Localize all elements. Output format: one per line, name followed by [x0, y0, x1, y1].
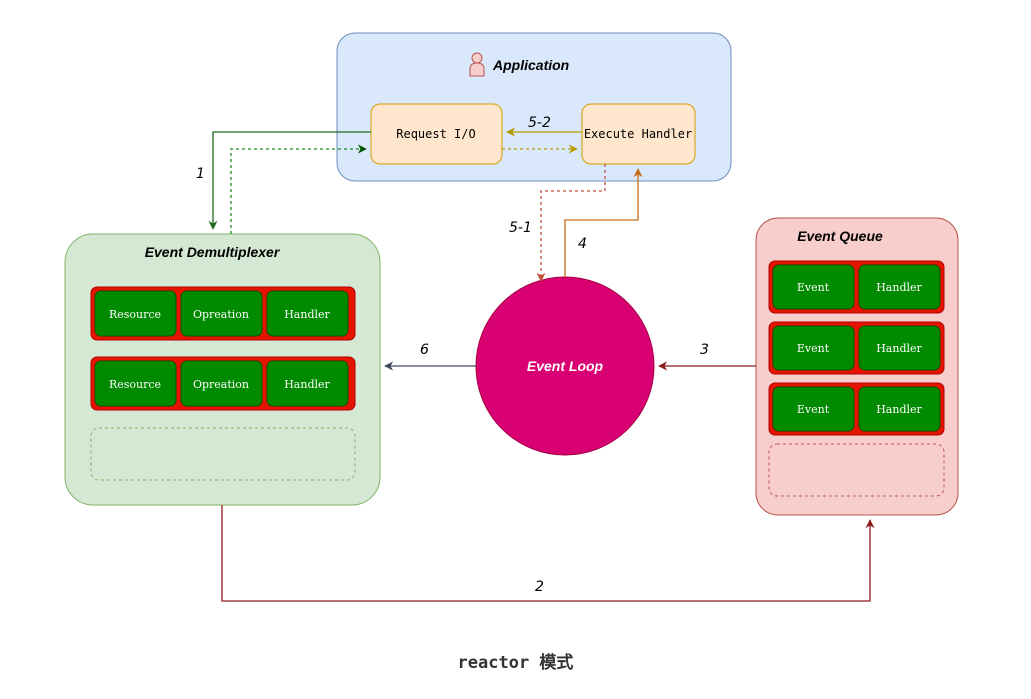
- execute-handler-label: Execute Handler: [584, 127, 692, 141]
- arrow-3-label: 3: [700, 342, 709, 358]
- arrow-5-1: [536, 164, 606, 282]
- application-title: Application: [492, 57, 569, 73]
- arrow-1-label: 1: [196, 166, 205, 182]
- execute-handler-box: Execute Handler: [581, 103, 696, 165]
- queue-cell-handler: Handler: [876, 281, 922, 294]
- request-io-box: Request I/O: [370, 103, 503, 165]
- demux-row: Resource Opreation Handler: [90, 356, 356, 411]
- arrow-5-2-label: 5-2: [528, 115, 551, 131]
- arrow-2: [221, 505, 875, 602]
- event-queue-container: Event Queue Event Handler Event Handler …: [755, 217, 959, 516]
- demux-cell-operation: Opreation: [193, 378, 249, 391]
- arrow-6-label: 6: [420, 342, 429, 358]
- demux-cell-resource: Resource: [109, 308, 161, 321]
- queue-row: Event Handler: [768, 260, 945, 314]
- figure-caption: reactor 模式: [457, 653, 574, 673]
- event-loop-node: Event Loop: [475, 276, 655, 456]
- queue-cell-event: Event: [797, 281, 830, 294]
- demux-cell-operation: Opreation: [193, 308, 249, 321]
- queue-cell-handler: Handler: [876, 342, 922, 355]
- queue-cell-handler: Handler: [876, 403, 922, 416]
- demux-title: Event Demultiplexer: [145, 244, 281, 260]
- demux-cell-resource: Resource: [109, 378, 161, 391]
- demux-cell-handler: Handler: [284, 308, 330, 321]
- demux-empty-slot: [90, 427, 356, 481]
- arrow-demux-to-request: [230, 144, 367, 234]
- event-demultiplexer-container: Event Demultiplexer Resource Opreation H…: [64, 233, 381, 506]
- arrow-1: [208, 131, 371, 230]
- application-container: Application Request I/O Execute Handler: [336, 32, 732, 182]
- queue-cell-event: Event: [797, 342, 830, 355]
- queue-empty-slot: [768, 443, 945, 497]
- queue-cell-event: Event: [797, 403, 830, 416]
- event-loop-label: Event Loop: [527, 358, 604, 374]
- arrow-5-1-label: 5-1: [509, 220, 532, 236]
- queue-row: Event Handler: [768, 382, 945, 436]
- arrow-4-label: 4: [578, 236, 587, 252]
- queue-title: Event Queue: [797, 228, 883, 244]
- arrow-2-label: 2: [535, 579, 544, 595]
- user-icon: [469, 52, 485, 77]
- queue-row: Event Handler: [768, 321, 945, 375]
- demux-row: Resource Opreation Handler: [90, 286, 356, 341]
- arrow-4: [564, 168, 643, 277]
- demux-cell-handler: Handler: [284, 378, 330, 391]
- request-io-label: Request I/O: [396, 127, 475, 141]
